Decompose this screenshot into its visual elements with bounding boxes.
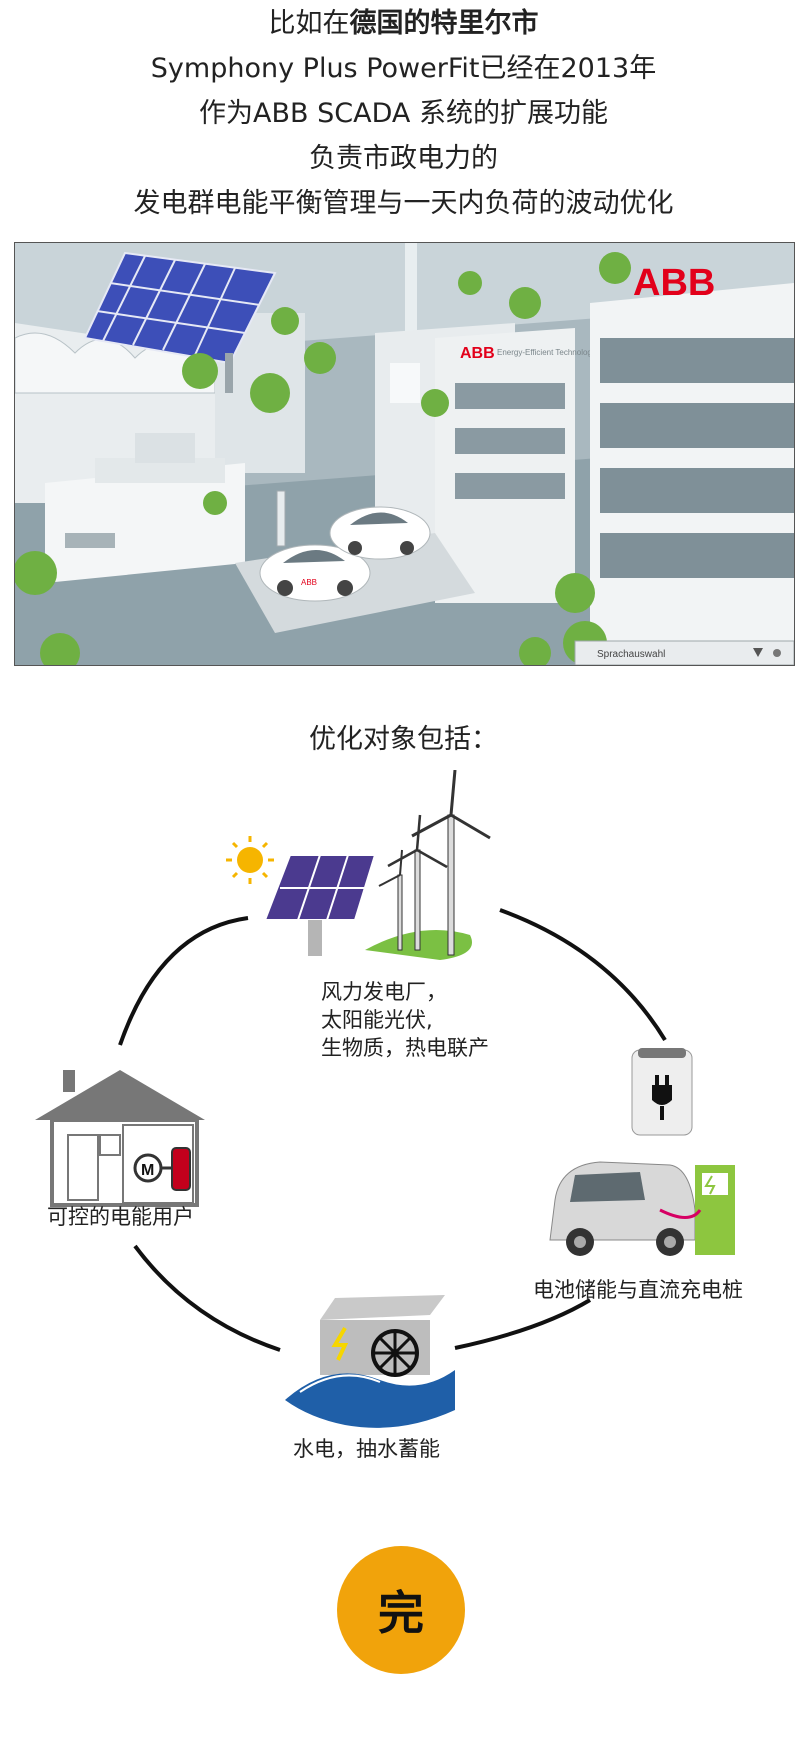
small-building <box>45 433 245 583</box>
trees <box>15 252 631 665</box>
intro-line-5: 发电群电能平衡管理与一天内负荷的波动优化 <box>133 188 674 219</box>
intro-text: 比如在德国的特里尔市 Symphony Plus PowerFit已经在2013… <box>0 0 807 226</box>
optimization-title: 优化对象包括： <box>309 724 498 755</box>
generation-label-line-2: 太阳能光伏, <box>321 1008 433 1032</box>
cycle-svg: M <box>35 770 735 1428</box>
hydro-label: 水电，抽水蓄能 <box>293 1437 440 1461</box>
motor-letter: M <box>141 1162 154 1179</box>
car-logo: ABB <box>301 578 317 587</box>
wind-turbine-icon <box>365 770 491 960</box>
intro-line-2: Symphony Plus PowerFit已经在2013年 <box>150 53 657 84</box>
controllable-load-house-icon: M <box>35 1070 205 1207</box>
settings-icon <box>773 649 781 657</box>
solar-panel-icon <box>263 854 377 956</box>
charging-post <box>276 490 286 547</box>
abb-tower: ABB <box>590 262 794 665</box>
sun-icon <box>226 836 274 884</box>
controllable-load-label: 可控的电能用户 <box>47 1205 194 1229</box>
water-wheel-icon <box>371 1329 419 1377</box>
solar-array <box>83 251 277 393</box>
dropdown-arrow-icon <box>753 648 763 657</box>
city-highlight: 德国的特里尔市 <box>349 8 539 39</box>
scene-svg: ABB Energy-Efficient Technologies ABB <box>15 243 794 665</box>
battery-icon <box>631 1048 693 1136</box>
battery-charging-label: 电池储能与直流充电桩 <box>533 1278 743 1302</box>
generation-label-line-3: 生物质，热电联产 <box>321 1036 489 1060</box>
charging-station-icon <box>659 1165 735 1255</box>
intro-line-3: 作为ABB SCADA 系统的扩展功能 <box>199 98 608 129</box>
intro-line-4: 负责市政电力的 <box>309 143 498 174</box>
end-badge: 完 <box>337 1546 465 1674</box>
office-building: ABB Energy-Efficient Technologies <box>375 323 602 603</box>
electric-car-icon <box>549 1161 696 1256</box>
language-button-label: Sprachauswahl <box>597 649 665 660</box>
intro-line-1: 比如在德国的特里尔市 <box>268 8 539 39</box>
language-selector[interactable]: Sprachauswahl <box>574 640 794 665</box>
generation-label: 风力发电厂， 太阳能光伏, 生物质，热电联产 <box>321 978 489 1062</box>
smart-city-illustration: ABB Energy-Efficient Technologies ABB <box>14 242 795 666</box>
building-sign-logo: ABB <box>460 345 495 362</box>
abb-logo: ABB <box>633 262 715 304</box>
generation-label-line-1: 风力发电厂， <box>321 980 447 1004</box>
cycle-arcs <box>118 908 667 1352</box>
electric-car-2 <box>329 506 431 560</box>
electric-car-1: ABB <box>259 544 371 602</box>
building-sign-text: Energy-Efficient Technologies <box>497 348 602 357</box>
optimization-cycle-diagram: M 风力发电厂， 太阳能光伏, 生物质，热电联产 电池储能与直流充电桩 水电，抽… <box>0 770 807 1470</box>
hydro-power-icon <box>285 1295 455 1428</box>
